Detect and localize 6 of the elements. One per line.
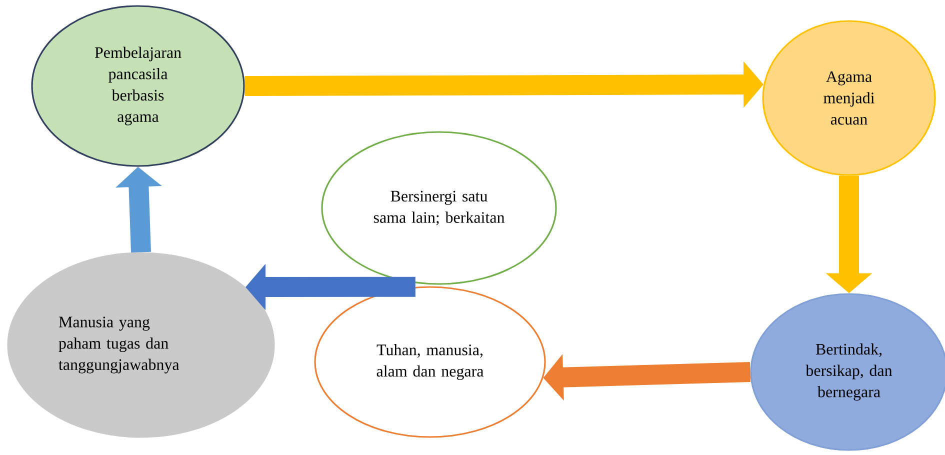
ellipse-node: Bertindak, bersikap, dan bernegara xyxy=(750,293,945,451)
ellipse-node: Bersinergi satu sama lain; berkaitan xyxy=(321,131,557,285)
ellipse-node: Tuhan, manusia, alam dan negara xyxy=(314,286,546,438)
ellipse-node: Agama menjadi acuan xyxy=(762,20,936,176)
ellipse-node: Pembelajaran pancasila berbasis agama xyxy=(31,5,245,167)
ellipse-node: Manusia yang paham tugas dan tanggungjawabnya xyxy=(7,252,275,438)
